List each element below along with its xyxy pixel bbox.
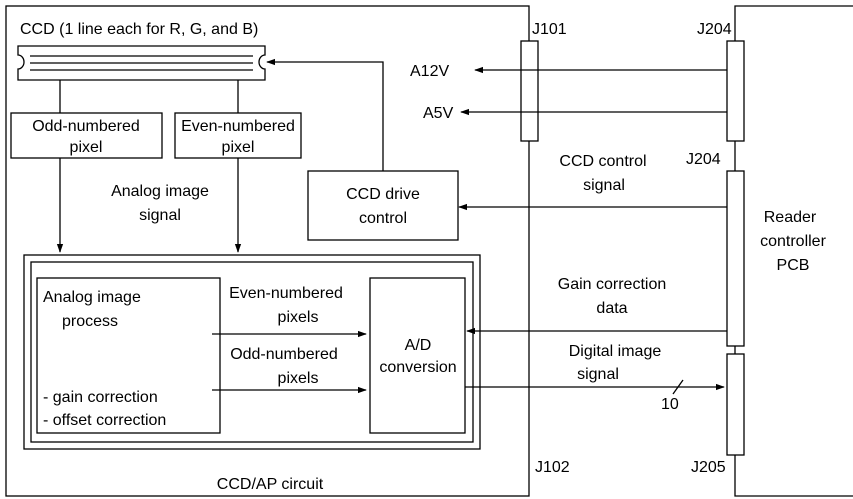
bus-slash bbox=[672, 379, 684, 395]
reader-pcb-label-2: controller bbox=[760, 233, 826, 250]
reader-controller-pcb-board bbox=[734, 5, 853, 497]
analog-signal-label-2: signal bbox=[139, 207, 181, 224]
odd-pixel-box bbox=[10, 112, 163, 159]
analog-process-box bbox=[36, 277, 221, 434]
bus-width-label: 10 bbox=[661, 396, 679, 413]
drive-control-label-2: control bbox=[359, 210, 407, 227]
j205-label: J205 bbox=[691, 459, 726, 476]
drive-control-label-1: CCD drive bbox=[346, 186, 420, 203]
gain-data-label-1: Gain correction bbox=[558, 276, 667, 293]
j204-mid-label: J204 bbox=[686, 151, 721, 168]
ccd-control-label-2: signal bbox=[583, 177, 625, 194]
odd-pixel-label-2: pixel bbox=[70, 139, 103, 156]
even-pixel-box bbox=[174, 112, 302, 159]
a12v-label: A12V bbox=[410, 63, 449, 80]
reader-pcb-label-3: PCB bbox=[777, 257, 810, 274]
a5v-label: A5V bbox=[423, 105, 454, 122]
ad-label-1: A/D bbox=[405, 337, 432, 354]
circuit-name: CCD/AP circuit bbox=[217, 476, 324, 493]
j204-mid-connector bbox=[726, 170, 745, 347]
offset-correction-label: - offset correction bbox=[43, 412, 166, 429]
ad-conversion-box bbox=[369, 277, 466, 434]
even-pixel-label-2: pixel bbox=[222, 139, 255, 156]
ccd-control-label-1: CCD control bbox=[559, 153, 646, 170]
even-pixels-label-1: Even-numbered bbox=[229, 285, 343, 302]
analog-process-label-1: Analog image bbox=[43, 289, 141, 306]
drive-to-ccd-arrow bbox=[266, 58, 384, 171]
gain-correction-label: - gain correction bbox=[43, 389, 158, 406]
ccd-drive-control-box bbox=[307, 170, 459, 241]
digital-signal-label-1: Digital image bbox=[569, 343, 662, 360]
j101-label: J101 bbox=[532, 21, 567, 38]
j204-top-connector bbox=[726, 40, 745, 142]
j204-top-label: J204 bbox=[697, 21, 732, 38]
j205-connector bbox=[726, 353, 745, 456]
j101-connector bbox=[520, 40, 539, 142]
odd-pixels-label-2: pixels bbox=[278, 370, 319, 387]
even-pixel-label-1: Even-numbered bbox=[181, 118, 295, 135]
j102-label: J102 bbox=[535, 459, 570, 476]
even-pixels-label-2: pixels bbox=[278, 309, 319, 326]
odd-pixel-label-1: Odd-numbered bbox=[32, 118, 140, 135]
ad-label-2: conversion bbox=[379, 359, 456, 376]
ccd-sensor bbox=[17, 45, 266, 81]
ccd-title: CCD (1 line each for R, G, and B) bbox=[20, 21, 258, 38]
reader-pcb-label-1: Reader bbox=[764, 209, 817, 226]
digital-signal-label-2: signal bbox=[577, 366, 619, 383]
analog-process-label-2: process bbox=[62, 313, 118, 330]
gain-data-label-2: data bbox=[596, 300, 627, 317]
analog-signal-label-1: Analog image bbox=[111, 183, 209, 200]
odd-pixels-label-1: Odd-numbered bbox=[230, 346, 338, 363]
